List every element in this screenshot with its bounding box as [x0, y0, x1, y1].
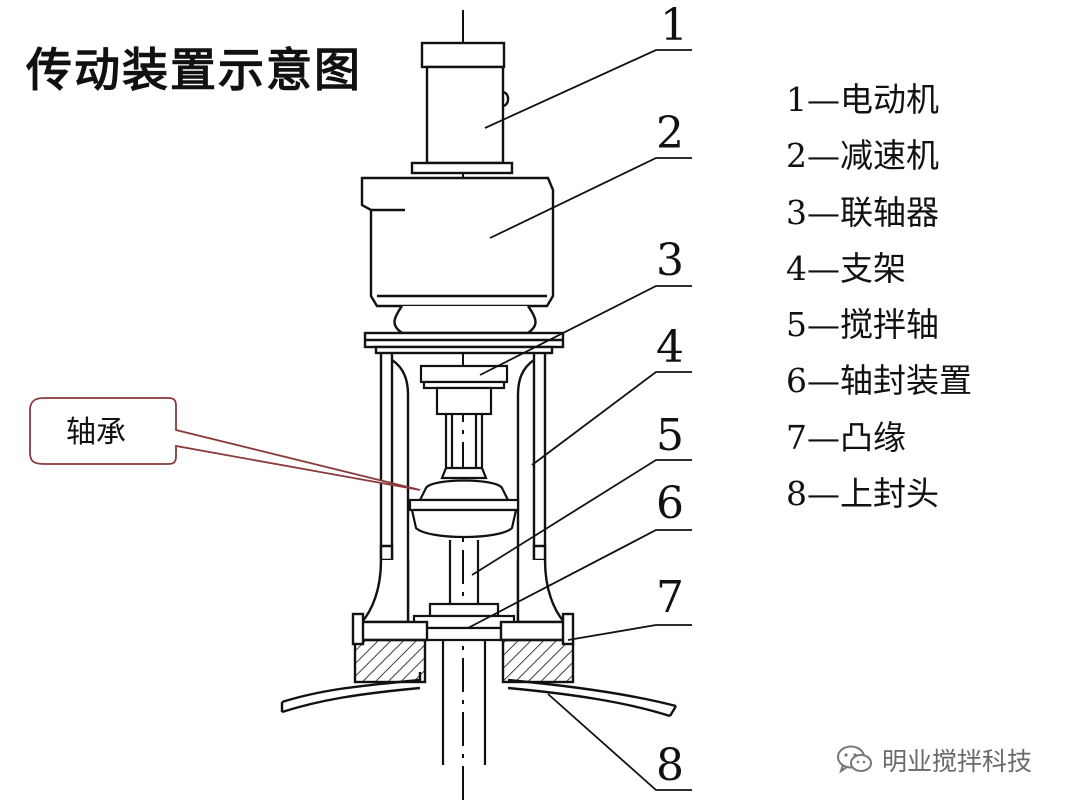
legend-item-shaft-seal: 6—轴封装置 [786, 361, 972, 401]
watermark: 明业搅拌科技 [836, 742, 1032, 778]
part-number-1: 1 [660, 0, 688, 51]
coupling [419, 364, 509, 470]
bracket-base [359, 544, 567, 624]
watermark-text: 明业搅拌科技 [882, 747, 1033, 776]
part-number-8: 8 [656, 740, 684, 791]
reducer [360, 176, 555, 335]
diagram-title: 传动装置示意图 [26, 43, 362, 97]
bearing-housing [408, 466, 520, 539]
shaft-seal [406, 602, 522, 642]
part-number-3: 3 [656, 235, 684, 286]
leader-lines [467, 49, 692, 791]
legend-item-flange: 7—凸缘 [786, 417, 906, 457]
legend-item-coupling: 3—联轴器 [786, 192, 939, 232]
part-number-6: 6 [656, 478, 684, 529]
bracket [379, 353, 547, 622]
bearing-callout [29, 397, 421, 491]
legend-item-agitator-shaft: 5—搅拌轴 [786, 305, 939, 345]
top-plate [363, 331, 565, 355]
legend-item-top-head: 8—上封头 [786, 474, 939, 514]
top-head [280, 672, 678, 718]
legend-item-bracket: 4—支架 [786, 248, 906, 288]
parts-legend: 1—电动机 2—减速机 3—联轴器 4—支架 5—搅拌轴 6—轴封装置 7—凸缘… [786, 72, 972, 522]
wechat-icon [837, 745, 872, 774]
part-number-2: 2 [656, 108, 684, 159]
legend-item-reducer: 2—减速机 [786, 136, 939, 176]
bearing-callout-label: 轴承 [66, 415, 126, 450]
motor [410, 41, 514, 175]
part-number-4: 4 [656, 322, 684, 373]
part-number-7: 7 [656, 572, 684, 623]
part-number-5: 5 [656, 410, 684, 461]
legend-item-motor: 1—电动机 [786, 80, 939, 119]
flange [351, 612, 575, 684]
